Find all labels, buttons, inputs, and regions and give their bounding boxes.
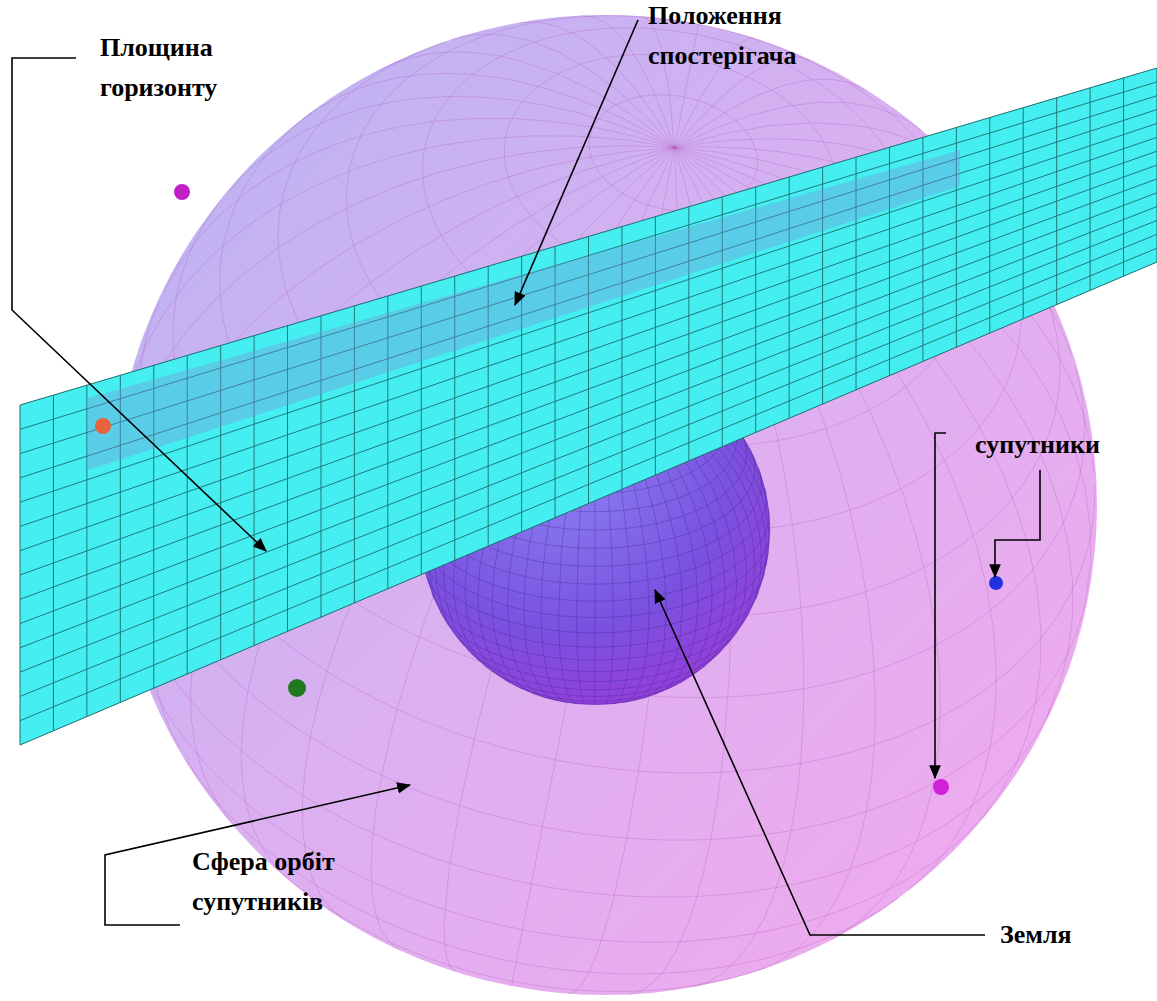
leader-line	[105, 785, 410, 925]
plane-grid-line	[20, 248, 1157, 721]
plane-grid-line	[20, 151, 1157, 551]
satellite-dots	[95, 184, 1003, 795]
callout-label: супутники	[975, 425, 1145, 465]
satellite-dot	[174, 184, 190, 200]
leader-line	[995, 470, 1040, 577]
satellite-dot	[288, 679, 306, 697]
leader-lines	[12, 20, 1040, 935]
leader-line	[655, 590, 985, 935]
satellite-dot	[95, 418, 111, 434]
plane-grid-line	[20, 137, 1157, 526]
plane-grid-line	[20, 123, 1157, 502]
leader-line	[935, 433, 946, 778]
satellite-dot	[989, 576, 1003, 590]
plane-inner-part	[88, 150, 960, 470]
horizon-plane	[20, 68, 1157, 745]
plane-surface	[20, 68, 1157, 745]
callout-label: Сфера орбіт супутників	[192, 842, 377, 922]
callout-label: Площина горизонту	[100, 28, 270, 108]
satellite-dot	[933, 779, 949, 795]
leader-line	[515, 20, 638, 305]
callout-label: Земля	[1000, 915, 1140, 955]
callout-label: Положення спостерігача	[648, 0, 848, 76]
plane-grid-line	[20, 110, 1157, 478]
leader-line	[12, 58, 266, 551]
